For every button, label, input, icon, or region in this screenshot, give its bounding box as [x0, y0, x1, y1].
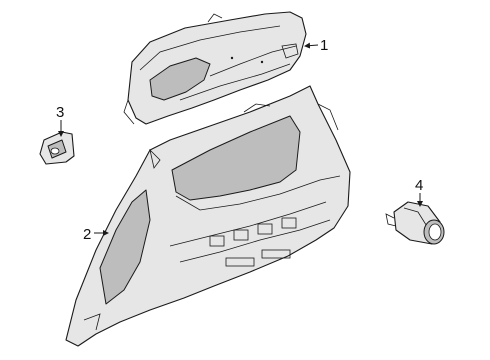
upper-trim-panel [123, 11, 307, 125]
callout-2: 2 [83, 226, 91, 243]
callout-3: 3 [56, 104, 64, 121]
callout-1: 1 [320, 37, 328, 54]
callout-1-leader [304, 42, 319, 49]
lower-trim-panel [65, 85, 351, 347]
callout-4: 4 [415, 177, 423, 194]
clip-bracket [39, 131, 75, 165]
power-socket [385, 201, 445, 245]
